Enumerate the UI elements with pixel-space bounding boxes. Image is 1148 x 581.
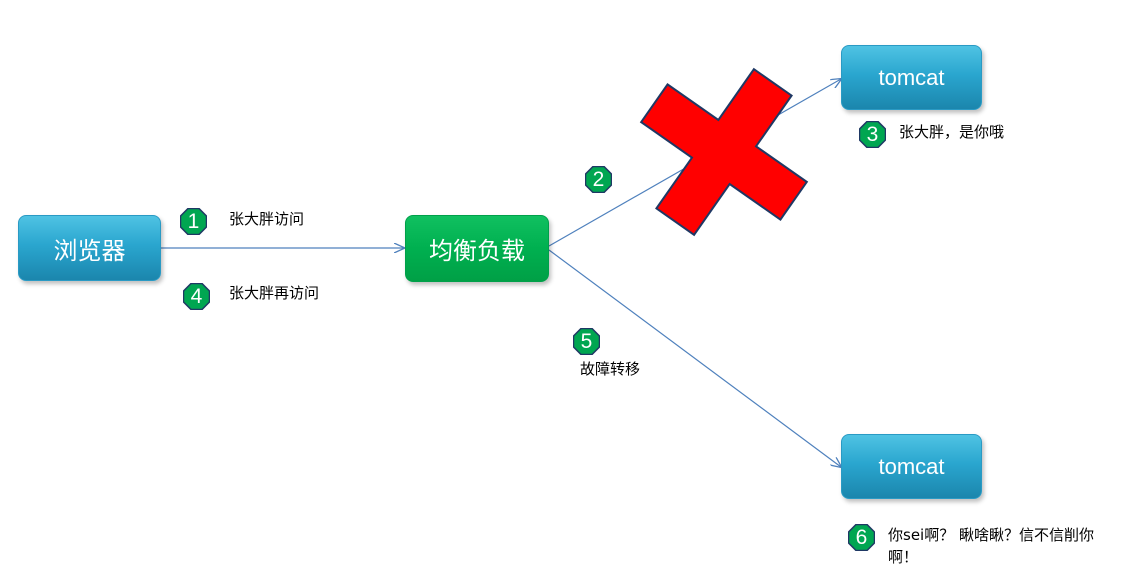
step-number-1: 1 [187, 210, 200, 233]
step-badge-1: 1 [180, 208, 207, 235]
step-badge-3: 3 [859, 121, 886, 148]
step-3-note: 张大胖，是你哦 [899, 123, 1005, 141]
browser-node: 浏览器 [18, 215, 161, 281]
tomcat-node-2-label: tomcat [878, 453, 945, 479]
step-6-note-line1: 你sei啊？ 瞅啥瞅？信不信削你 [888, 526, 1094, 544]
step-5-note: 故障转移 [580, 360, 641, 378]
octagon-icon [180, 208, 207, 235]
step-badge-2: 2 [585, 166, 612, 193]
tomcat-node-1: tomcat [841, 45, 982, 110]
step-badge-6: 6 [848, 524, 875, 551]
balancer-node: 均衡负载 [405, 215, 549, 282]
step-1-note: 张大胖访问 [229, 210, 305, 228]
octagon-icon [859, 121, 886, 148]
step-number-6: 6 [855, 526, 868, 549]
balancer-node-label: 均衡负载 [429, 237, 525, 265]
red-cross-icon [639, 67, 809, 237]
octagon-icon [573, 328, 600, 355]
step-6-note-line2: 啊！ [888, 548, 919, 566]
arrow-balancer-to-tomcat2 [548, 249, 841, 467]
step-number-2: 2 [592, 168, 605, 191]
step-4-note: 张大胖再访问 [229, 284, 320, 302]
octagon-icon [585, 166, 612, 193]
step-badge-4: 4 [183, 283, 210, 310]
step-badge-5: 5 [573, 328, 600, 355]
octagon-icon [183, 283, 210, 310]
tomcat-node-1-label: tomcat [878, 64, 945, 90]
tomcat-node-2: tomcat [841, 434, 982, 499]
step-number-5: 5 [580, 330, 593, 353]
step-number-4: 4 [190, 285, 203, 308]
browser-node-label: 浏览器 [53, 236, 126, 265]
step-number-3: 3 [866, 123, 879, 146]
octagon-icon [848, 524, 875, 551]
